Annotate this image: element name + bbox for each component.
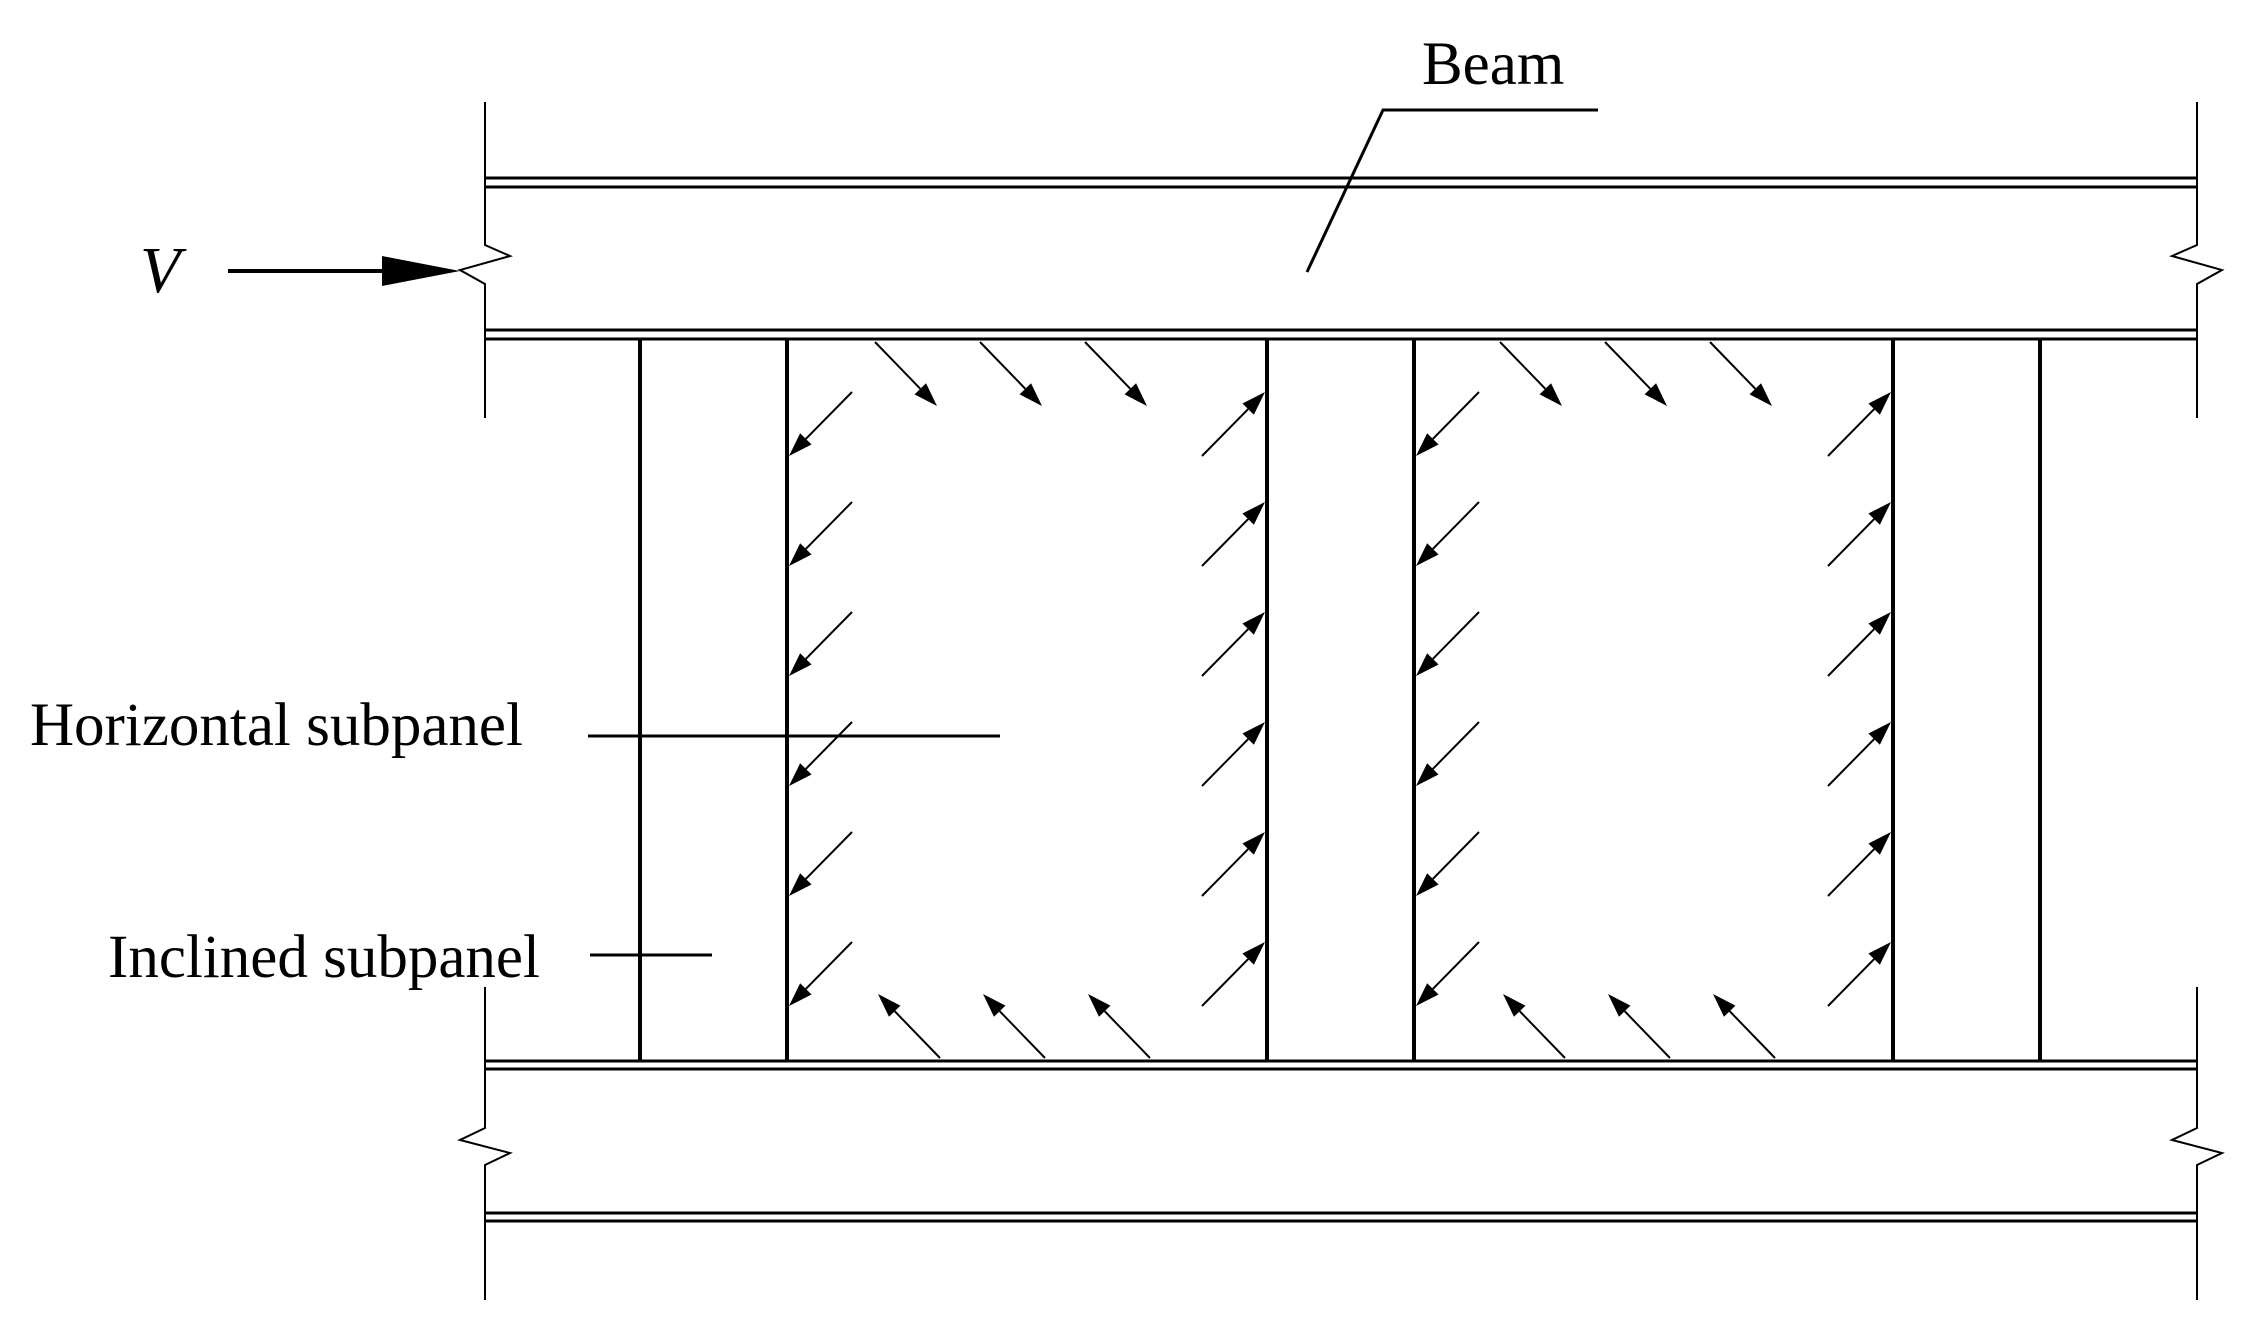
stress-arrow-15 [1201, 722, 1265, 787]
top-beam-left-break [457, 102, 513, 418]
stress-arrow-14 [1201, 612, 1265, 677]
stress-arrow-16 [1201, 832, 1265, 897]
top-beam [457, 102, 2225, 418]
stress-arrow-32 [1827, 612, 1891, 677]
stress-arrow-25 [1416, 501, 1480, 566]
stress-arrow-22 [1608, 994, 1671, 1059]
stress-arrow-19 [1604, 341, 1667, 406]
stress-arrow-24 [1416, 391, 1480, 456]
stress-arrow-0 [874, 341, 937, 406]
stress-arrow-29 [1416, 941, 1480, 1006]
stress-arrow-27 [1416, 721, 1480, 786]
stress-arrow-34 [1827, 832, 1891, 897]
stress-arrow-3 [878, 994, 941, 1059]
stress-arrow-17 [1201, 942, 1265, 1007]
stress-arrow-8 [789, 611, 853, 676]
beam-label: Beam [1422, 31, 1564, 98]
inclined-subpanel-label: Inclined subpanel [108, 924, 540, 991]
stress-arrow-4 [983, 994, 1046, 1059]
horizontal-subpanel-label: Horizontal subpanel [30, 692, 523, 759]
bottom-beam-right-break [2169, 987, 2225, 1300]
bottom-beam [457, 987, 2225, 1300]
stress-arrow-12 [1201, 392, 1265, 457]
stress-arrow-1 [979, 341, 1042, 406]
force-label: V [140, 234, 187, 307]
stress-arrow-23 [1713, 994, 1776, 1059]
stress-arrow-18 [1499, 341, 1562, 406]
stress-arrow-20 [1709, 341, 1772, 406]
bottom-beam-left-break [457, 987, 513, 1300]
stress-arrow-7 [789, 501, 853, 566]
stress-arrow-28 [1416, 831, 1480, 896]
stress-arrow-26 [1416, 611, 1480, 676]
stress-arrow-10 [789, 831, 853, 896]
stress-arrow-11 [789, 941, 853, 1006]
beam-leader-line [1305, 108, 1598, 273]
stress-arrow-31 [1827, 502, 1891, 567]
stress-arrow-33 [1827, 722, 1891, 787]
vertical-members [638, 339, 2042, 1061]
stress-arrow-2 [1084, 341, 1147, 406]
stress-arrow-13 [1201, 502, 1265, 567]
load-arrow [228, 256, 460, 286]
tension-field-arrows [789, 341, 1891, 1059]
stress-arrow-35 [1827, 942, 1891, 1007]
stress-arrow-21 [1503, 994, 1566, 1059]
stress-arrow-9 [789, 721, 853, 786]
stress-arrow-6 [789, 391, 853, 456]
stress-arrow-5 [1088, 994, 1151, 1059]
stress-arrow-30 [1827, 392, 1891, 457]
top-beam-right-break [2169, 102, 2225, 418]
